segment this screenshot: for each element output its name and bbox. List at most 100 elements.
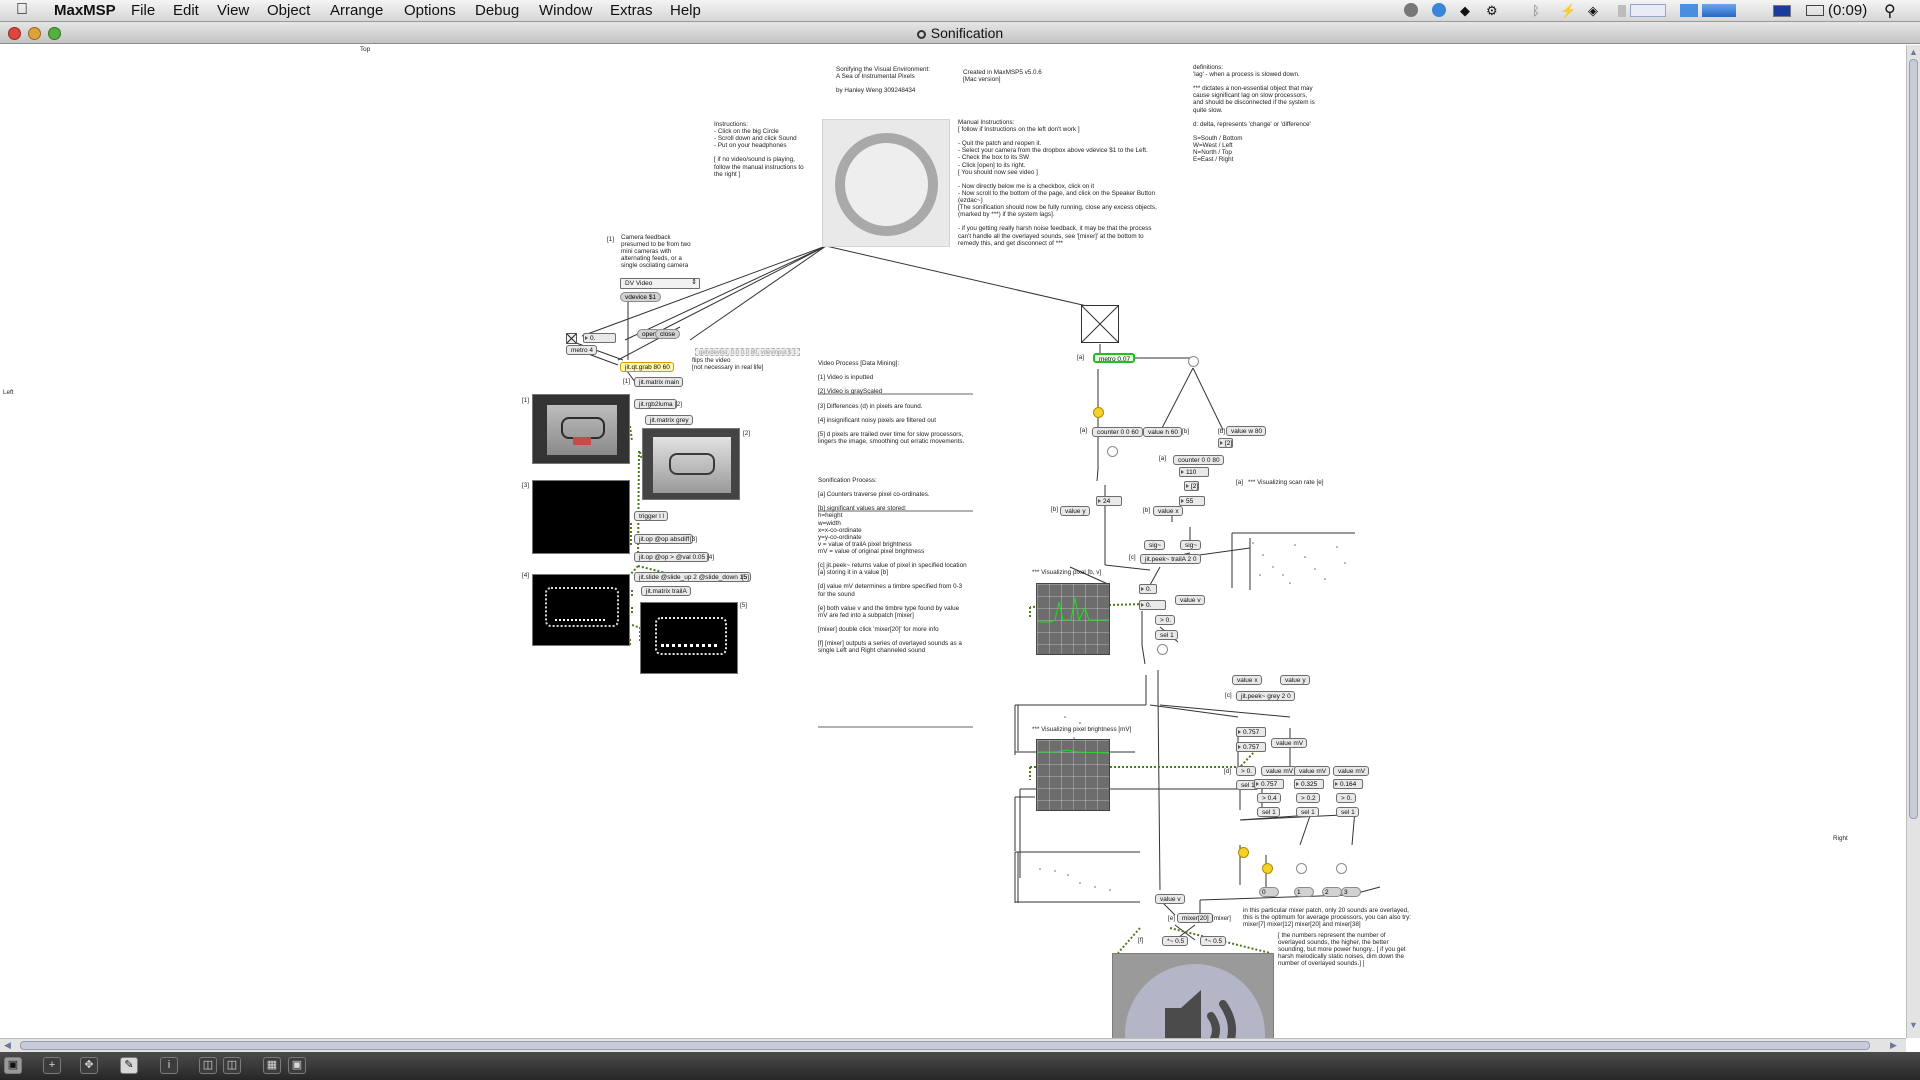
menu-extras[interactable]: Extras xyxy=(610,2,653,19)
mv-number-box[interactable]: 0.757 xyxy=(1236,727,1266,737)
sig-y-object[interactable]: sig~ xyxy=(1144,540,1166,550)
menu-edit[interactable]: Edit xyxy=(173,2,199,19)
timbre-0757-number[interactable]: 0.757 xyxy=(1254,779,1284,789)
v-bang[interactable] xyxy=(1157,644,1168,655)
gt-0c-object[interactable]: > 0. xyxy=(1336,793,1357,803)
patcher-canvas[interactable]: Top Left Right Sonifying the Visual Envi… xyxy=(0,45,1906,1038)
device-settings-message[interactable]: getvdevlist, 0.0 0.0 80, vdevinput $ 1 xyxy=(695,348,801,356)
sel-1-object[interactable]: sel 1 xyxy=(1155,630,1178,640)
menu-view[interactable]: View xyxy=(217,2,250,19)
value-h-object[interactable]: value h 60 xyxy=(1143,427,1182,437)
status-bolt-icon[interactable]: ⚡ xyxy=(1560,3,1577,18)
close-window-button[interactable] xyxy=(8,27,21,40)
carry-bang[interactable] xyxy=(1107,446,1118,457)
scroll-up-arrow-icon[interactable]: ▲ xyxy=(1909,47,1918,57)
metro-4-object[interactable]: metro 4 xyxy=(566,345,598,355)
vertical-scrollbar[interactable]: ▲ ▼ xyxy=(1906,45,1920,1038)
new-object-icon[interactable]: + xyxy=(43,1057,61,1074)
timbre-0164-number[interactable]: 0.164 xyxy=(1333,779,1363,789)
w-minus-number[interactable]: [2] xyxy=(1218,438,1233,448)
greater-than-object[interactable]: > 0. xyxy=(1155,615,1176,625)
menu-object[interactable]: Object xyxy=(267,2,311,19)
v-display-number[interactable]: 0. xyxy=(1139,600,1166,610)
timbre-2-message[interactable]: 2 xyxy=(1322,887,1342,897)
timbre-0325-number[interactable]: 0.325 xyxy=(1294,779,1324,789)
timbre-1-bang[interactable] xyxy=(1262,863,1273,874)
jit-matrix-grey-object[interactable]: jit.matrix grey xyxy=(645,415,693,425)
horizontal-scrollbar[interactable]: ◀ ▶ xyxy=(0,1038,1906,1052)
value-y-object[interactable]: value y xyxy=(1060,506,1090,516)
gt-04-object[interactable]: > 0.4 xyxy=(1257,793,1281,803)
move-icon[interactable]: ✥ xyxy=(80,1057,98,1074)
value-v-object[interactable]: value v xyxy=(1175,595,1205,605)
counter-y-object[interactable]: counter 0 0 60 xyxy=(1092,427,1143,437)
paste-replace-icon[interactable]: ◫ xyxy=(223,1057,241,1074)
scroll-right-arrow-icon[interactable]: ▶ xyxy=(1890,1040,1897,1050)
gain-left-object[interactable]: *~ 0.5 xyxy=(1162,936,1189,946)
x-max-number[interactable]: 110 xyxy=(1179,467,1209,477)
y-number-box[interactable]: 24 xyxy=(1096,496,1122,506)
jit-slide-object[interactable]: jit.slide @slide_up 2 @slide_down 15 xyxy=(634,572,751,582)
gain-right-object[interactable]: *~ 0.5 xyxy=(1200,936,1227,946)
spotlight-search-icon[interactable]: ⚲ xyxy=(1884,3,1896,20)
rate-number-box[interactable]: 0. xyxy=(583,333,616,343)
menu-arrange[interactable]: Arrange xyxy=(330,2,384,19)
battery-time[interactable]: (0:09) xyxy=(1828,2,1868,19)
camera-dropdown[interactable]: DV Video ⇕ xyxy=(620,278,700,289)
value-mv-object[interactable]: value mV xyxy=(1271,738,1308,748)
value-v2-object[interactable]: value v xyxy=(1155,894,1185,904)
menu-options[interactable]: Options xyxy=(404,2,456,19)
start-circle-button[interactable] xyxy=(822,119,950,247)
status-dropbox-icon[interactable]: ◆ xyxy=(1460,3,1470,18)
x-number-box[interactable]: 55 xyxy=(1179,496,1205,506)
mixer-20-object[interactable]: mixer[20] xyxy=(1177,913,1213,923)
value-mv4-object[interactable]: value mV xyxy=(1333,766,1370,776)
zoom-window-button[interactable] xyxy=(48,27,61,40)
scroll-down-arrow-icon[interactable]: ▼ xyxy=(1909,1020,1918,1030)
menu-window[interactable]: Window xyxy=(539,2,593,19)
wifi-icon[interactable]: ◈ xyxy=(1588,3,1598,18)
jit-op-absdiff-object[interactable]: jit.op @op absdiff xyxy=(634,534,694,544)
vdevice-message[interactable]: vdevice $1 xyxy=(620,292,662,302)
metro-007-object[interactable]: metro 0.07 xyxy=(1093,353,1136,363)
input-flag-icon[interactable] xyxy=(1773,5,1791,17)
menu-debug[interactable]: Debug xyxy=(475,2,520,19)
snap-icon[interactable]: ▣ xyxy=(288,1057,306,1074)
volume-slider-icon[interactable] xyxy=(1618,5,1626,17)
timbre-0-message[interactable]: 0 xyxy=(1259,887,1279,897)
sel-1e-object[interactable]: sel 1 xyxy=(1336,807,1359,817)
lock-icon[interactable]: ▣ xyxy=(4,1057,22,1074)
gt-02-object[interactable]: > 0.2 xyxy=(1296,793,1320,803)
paste-icon[interactable]: ◫ xyxy=(199,1057,217,1074)
status-globe-icon[interactable] xyxy=(1432,3,1446,17)
x-minus-number[interactable]: [2] xyxy=(1184,481,1199,491)
horizontal-scroll-thumb[interactable] xyxy=(20,1041,1870,1050)
jit-op-threshold-object[interactable]: jit.op @op > @val 0.05 xyxy=(634,552,710,562)
jit-peek-grey-object[interactable]: jit.peek~ grey 2 0 xyxy=(1236,691,1295,701)
value-mv3-object[interactable]: value mV xyxy=(1294,766,1331,776)
close-message[interactable]: close xyxy=(655,329,681,339)
timbre-3-message[interactable]: 3 xyxy=(1341,887,1361,897)
timbre-0-bang[interactable] xyxy=(1238,847,1249,858)
minimize-window-button[interactable] xyxy=(28,27,41,40)
gt-0-object[interactable]: > 0. xyxy=(1236,766,1257,776)
jit-matrix-main-object[interactable]: jit.matrix main xyxy=(634,377,684,387)
value-x2-object[interactable]: value x xyxy=(1232,675,1262,685)
v-number-box[interactable]: 0. xyxy=(1139,584,1157,594)
sel-1d-object[interactable]: sel 1 xyxy=(1296,807,1319,817)
mv-display-number[interactable]: 0.757 xyxy=(1236,742,1266,752)
value-mv2-object[interactable]: value mV xyxy=(1261,766,1298,776)
menu-help[interactable]: Help xyxy=(670,2,701,19)
value-w-object[interactable]: value w 80 xyxy=(1226,426,1267,436)
apple-menu-icon[interactable]:  xyxy=(16,1,28,19)
tick-bang[interactable] xyxy=(1093,407,1104,418)
grid-icon[interactable]: ▦ xyxy=(263,1057,281,1074)
ezdac-speaker-button[interactable] xyxy=(1112,953,1274,1038)
vertical-scroll-thumb[interactable] xyxy=(1909,59,1918,819)
row-bang[interactable] xyxy=(1188,356,1199,367)
dac-toggle-box[interactable] xyxy=(1081,305,1119,343)
jit-peek-traila-object[interactable]: jit.peek~ trailA 2 0 xyxy=(1140,554,1201,564)
menu-app-name[interactable]: MaxMSP xyxy=(54,2,116,19)
document-proxy-icon[interactable] xyxy=(916,30,926,39)
timbre-3-bang[interactable] xyxy=(1336,863,1347,874)
